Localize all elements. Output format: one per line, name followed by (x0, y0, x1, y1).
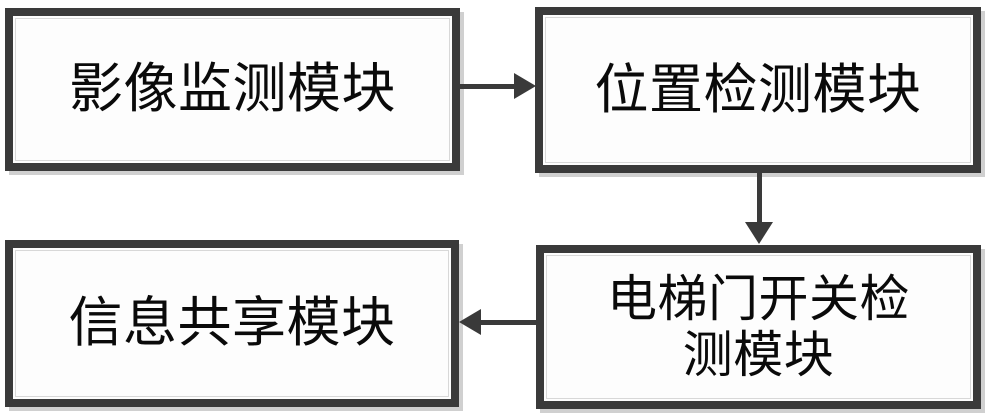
block-image-monitor[interactable]: 影像监测模块 (5, 8, 460, 171)
arrowhead-right-icon (514, 73, 536, 99)
block-label: 电梯门开关检 测模块 (607, 271, 910, 383)
connector-line (460, 84, 518, 89)
block-door-detect[interactable]: 电梯门开关检 测模块 (536, 245, 981, 409)
connector-line (757, 172, 762, 226)
block-label: 信息共享模块 (68, 293, 396, 354)
block-position-detect[interactable]: 位置检测模块 (535, 7, 981, 173)
block-label: 影像监测模块 (69, 59, 396, 120)
arrowhead-left-icon (459, 309, 481, 335)
connector-line (480, 320, 537, 325)
block-info-share[interactable]: 信息共享模块 (5, 240, 459, 407)
arrowhead-down-icon (745, 222, 773, 244)
block-label: 位置检测模块 (594, 59, 922, 120)
